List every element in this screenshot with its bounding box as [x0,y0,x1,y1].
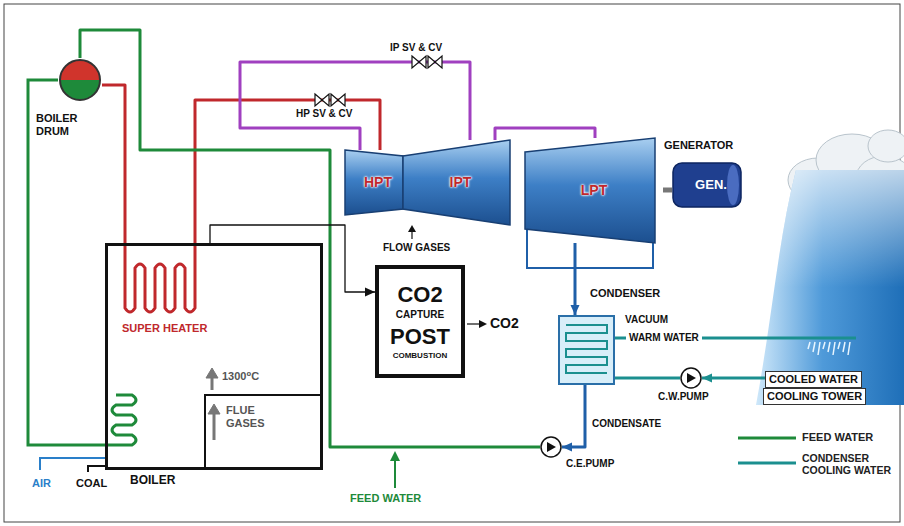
legend-line-sample [738,437,796,440]
arrowhead [562,443,572,452]
node-label: CO2 [397,283,442,306]
annotation-label: FLOW GASES [383,242,450,254]
legend-text: FEED WATER [802,431,873,444]
arrowhead [702,374,712,383]
annotation-label: 1300⁰C [222,370,259,383]
node-label: GEN. [672,162,750,208]
cooling-tower: COOLING TOWER [748,150,904,405]
annotation-label: HP SV & CV [296,108,353,120]
arrowhead [571,305,580,315]
capture-unit: CO2CAPTURE POST COMBUSTION [375,265,465,378]
condenser: CONDENSER [558,315,615,385]
node-label: COOLING TOWER [763,388,866,405]
node-label: CONDENSER [590,287,660,300]
annotation-label: VACUUM [625,314,668,326]
pipe-connector [210,225,375,297]
node-label: GENERATOR [664,139,733,152]
water-wall-pipe [28,80,136,445]
legend-line-sample [738,462,796,465]
boiler-outline: BOILERSUPER HEATER [105,243,323,470]
annotation-label: AIR [32,477,51,490]
pipe-connector [663,190,672,191]
valve-symbol [315,94,345,106]
pipe-connector [571,243,580,315]
annotation-label: WARM WATER [626,331,702,345]
pipe-line [495,128,595,140]
superheater-coil: SUPER HEATER [120,258,205,353]
text-stack: CO2CAPTURE POST COMBUSTION [379,269,461,374]
pipe-line [210,225,375,292]
node-label: CAPTURE [396,310,444,321]
pipe-connector [562,385,585,452]
node-label: IPT [403,140,518,225]
node-label: POST [390,325,450,348]
pipe-connector [80,30,540,447]
superheater-coil-shape [120,258,205,353]
pipe-line [615,377,680,380]
node-label: BOILER DRUM [36,112,98,137]
pipe-connector [240,62,470,150]
picture-frame [4,4,900,522]
pipe-connector [495,128,595,140]
turbine: HPT [345,150,411,215]
annotation-label: FLUE GASES [226,404,272,429]
boiler-drum: BOILER DRUM [58,58,102,102]
pump-symbol: C.W.PUMP [680,367,702,389]
pipe-line [240,62,470,150]
air-inlet-line [40,458,107,470]
legend-text: CONDENSER COOLING WATER [802,452,894,476]
condenser-shape [558,315,615,385]
boiler-drum-shape [58,58,102,102]
node-label: SUPER HEATER [122,322,207,335]
pipe-line [574,243,577,315]
pump-symbol: C.E.PUMP [540,436,562,458]
annotation-label: COAL [76,477,107,490]
pipe-line [102,85,125,258]
pump-symbol-shape [680,367,702,389]
node-label: LPT [525,138,663,243]
pipe-connector [615,378,680,379]
pipe-connector [102,85,125,258]
pipe-line [562,385,585,447]
generator: GEN.GENERATOR [672,162,750,208]
pump-symbol-shape [540,436,562,458]
annotation-label: IP SV & CV [390,42,442,54]
pipe-connector [702,374,748,383]
annotation-label: FEED WATER [350,492,421,505]
turbine: LPT [525,138,663,243]
capture-unit-shape [375,265,465,378]
flow-gases-arrow [408,225,416,239]
node-label: C.E.PUMP [566,458,614,470]
annotation-label: CONDENSATE [592,418,661,430]
cooling-tower-shape [748,150,904,405]
boiler-outline-shape [105,243,323,470]
node-label: COMBUSTION [393,352,448,360]
co2-out-arrow [467,320,487,328]
node-label: C.W.PUMP [658,391,709,403]
flue-gas-arrows [206,368,220,440]
annotation-label: COOLED WATER [765,371,862,388]
arrowhead [365,288,375,297]
valve-symbol [412,56,442,68]
pipe-line [80,30,540,447]
coal-inlet-line [88,466,107,472]
pipe-line [663,188,672,193]
turbine: IPT [403,140,518,225]
node-label: BOILER [130,474,175,488]
annotation-label: CO2 [490,315,519,331]
feed-water-arrow [390,451,400,488]
node-label: HPT [345,150,411,215]
